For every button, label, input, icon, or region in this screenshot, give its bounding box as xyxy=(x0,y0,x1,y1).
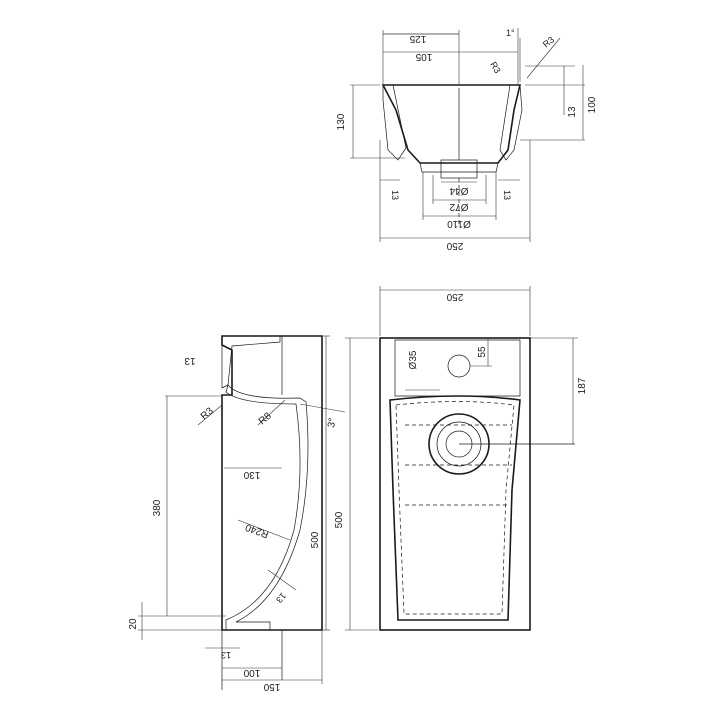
dim-13: 13 xyxy=(567,106,578,118)
side-section-view: 13 R3 R8 3° 130 380 R240 500 13 20 13 10… xyxy=(128,335,346,692)
side-dim-20: 20 xyxy=(128,618,139,630)
side-dim-13-bottom: 13 xyxy=(221,650,231,660)
plan-dim-500: 500 xyxy=(334,511,345,528)
dim-d72: Ø72 xyxy=(449,201,468,212)
dim-1-deg: 1° xyxy=(506,28,515,38)
side-dim-13-top: 13 xyxy=(184,355,196,366)
side-dim-380: 380 xyxy=(152,499,163,516)
dim-105: 105 xyxy=(415,51,432,62)
dim-250-top: 250 xyxy=(446,240,463,251)
side-dim-100: 100 xyxy=(243,667,260,678)
top-section-view: 125 105 1° R3 R3 130 100 13 13 13 Ø44 Ø7… xyxy=(336,28,598,251)
side-dim-13-curve: 13 xyxy=(274,591,288,605)
dim-100: 100 xyxy=(587,96,598,113)
dim-130: 130 xyxy=(336,113,347,130)
side-dim-r3: R3 xyxy=(199,405,216,422)
plan-dim-55: 55 xyxy=(477,346,488,358)
side-dim-3-deg: 3° xyxy=(326,417,338,428)
plan-dim-250: 250 xyxy=(446,291,463,302)
plan-view: 250 Ø35 55 187 500 xyxy=(334,286,588,631)
dim-d110: Ø110 xyxy=(447,218,471,229)
dim-13-right: 13 xyxy=(502,190,512,200)
side-dim-150: 150 xyxy=(263,681,280,692)
dim-125: 125 xyxy=(409,33,426,44)
dim-r3-b: R3 xyxy=(488,60,502,75)
side-dim-130: 130 xyxy=(243,469,260,480)
plan-dim-187: 187 xyxy=(577,377,588,394)
side-dim-500: 500 xyxy=(310,531,321,548)
side-dim-r240: R240 xyxy=(244,521,271,540)
dim-r3-a: R3 xyxy=(541,34,556,49)
dim-13-left: 13 xyxy=(390,190,400,200)
dim-d44: Ø44 xyxy=(449,185,468,196)
plan-dim-d35: Ø35 xyxy=(408,350,419,369)
